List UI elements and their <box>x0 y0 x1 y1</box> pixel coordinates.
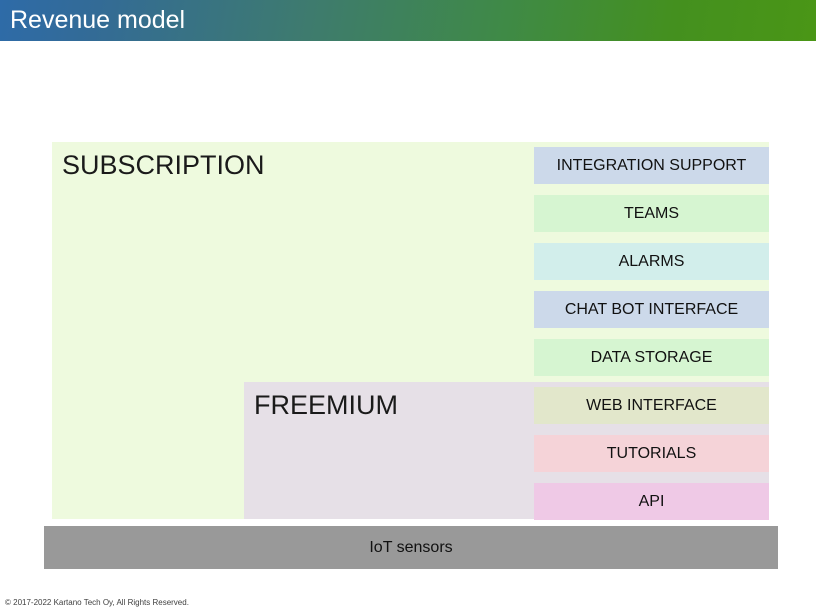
tier-subscription-label: SUBSCRIPTION <box>62 150 265 180</box>
feature-bar-api[interactable]: API <box>534 483 769 520</box>
feature-bar-web-interface[interactable]: WEB INTERFACE <box>534 387 769 424</box>
feature-bar-tutorials[interactable]: TUTORIALS <box>534 435 769 472</box>
base-layer-label: IoT sensors <box>369 539 453 556</box>
revenue-model-diagram: SUBSCRIPTION FREEMIUM INTEGRATION SUPPOR… <box>0 41 816 586</box>
feature-bar-teams[interactable]: TEAMS <box>534 195 769 232</box>
feature-label: TUTORIALS <box>606 445 697 462</box>
page-title: Revenue model <box>10 6 186 34</box>
feature-label: INTEGRATION SUPPORT <box>556 157 747 174</box>
tier-freemium-label: FREEMIUM <box>254 390 398 420</box>
feature-label: ALARMS <box>618 253 685 270</box>
feature-bar-alarms[interactable]: ALARMS <box>534 243 769 280</box>
feature-bar-data-storage[interactable]: DATA STORAGE <box>534 339 769 376</box>
feature-label: CHAT BOT INTERFACE <box>564 301 739 318</box>
base-layer-iot-sensors[interactable]: IoT sensors <box>44 526 778 569</box>
feature-label: WEB INTERFACE <box>586 397 717 414</box>
feature-label: DATA STORAGE <box>590 349 713 366</box>
feature-label: API <box>638 493 665 510</box>
feature-bar-chat-bot-interface[interactable]: CHAT BOT INTERFACE <box>534 291 769 328</box>
footer-copyright: © 2017-2022 Kartano Tech Oy, All Rights … <box>5 598 189 607</box>
slide-header-bar: Revenue model <box>0 0 816 41</box>
feature-bar-integration-support[interactable]: INTEGRATION SUPPORT <box>534 147 769 184</box>
feature-label: TEAMS <box>623 205 680 222</box>
